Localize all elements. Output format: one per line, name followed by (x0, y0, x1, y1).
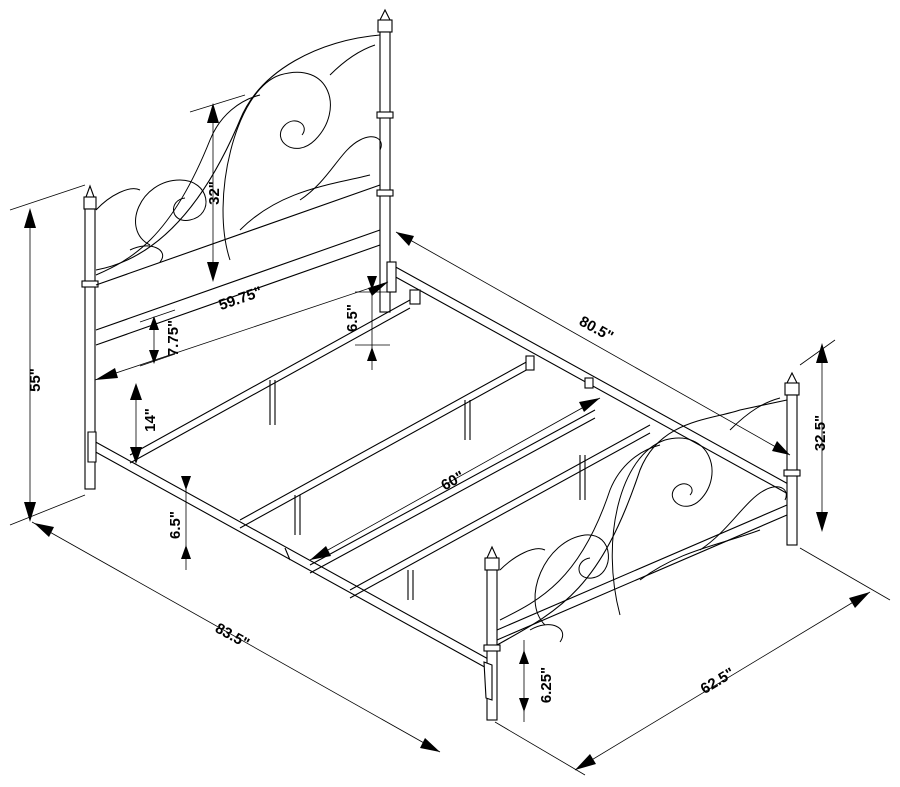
footboard-left-post (483, 545, 501, 721)
label-overall-length: 83.5" (212, 620, 252, 652)
label-rail-clearance-front: 6.5" (167, 511, 184, 539)
label-overall-width: 62.5" (698, 665, 738, 698)
right-rail-bracket (386, 261, 397, 293)
footboard-middle-rail (496, 504, 788, 641)
headboard-left-post (81, 184, 99, 490)
slat-support-legs (269, 380, 586, 600)
footboard (483, 371, 801, 721)
headboard-middle-rail (95, 184, 381, 286)
slat-clip-3 (584, 377, 594, 389)
footboard-scrollwork (499, 397, 787, 643)
cross-slat-3 (309, 409, 596, 574)
dimension-labels: 55" 32" 59.75" 7.75" 14" 6.5" 6.5" 80.5"… (27, 181, 829, 703)
left-side-rail (91, 439, 491, 671)
label-headboard-inner-width: 59.75" (217, 283, 265, 314)
cross-slat-4 (349, 424, 651, 599)
bed-frame-rails (87, 261, 791, 671)
label-footboard-leg-clearance: 6.25" (538, 667, 555, 703)
label-inner-length: 80.5" (576, 313, 616, 345)
label-rail-clearance-back: 6.5" (344, 304, 361, 332)
headboard-arch-rail (95, 34, 381, 271)
headboard (81, 8, 394, 490)
headboard-scrollwork (95, 44, 382, 276)
footboard-right-post (783, 371, 801, 546)
footboard-top-rail (496, 399, 788, 646)
label-floor-to-rail: 14" (142, 408, 159, 432)
headboard-right-post (376, 8, 394, 313)
right-rail-clip (409, 289, 421, 305)
label-headboard-panel-height: 32" (206, 181, 223, 205)
label-footboard-height: 32.5" (812, 415, 829, 451)
label-overall-height: 55" (27, 368, 44, 392)
cross-slat-2 (239, 359, 531, 529)
slat-clip-2 (525, 355, 535, 371)
left-rail-bracket (87, 431, 97, 463)
dimension-lines (9, 94, 891, 776)
label-headboard-lower-gap: 7.75" (165, 320, 182, 356)
headboard-lower-rail (95, 229, 381, 346)
